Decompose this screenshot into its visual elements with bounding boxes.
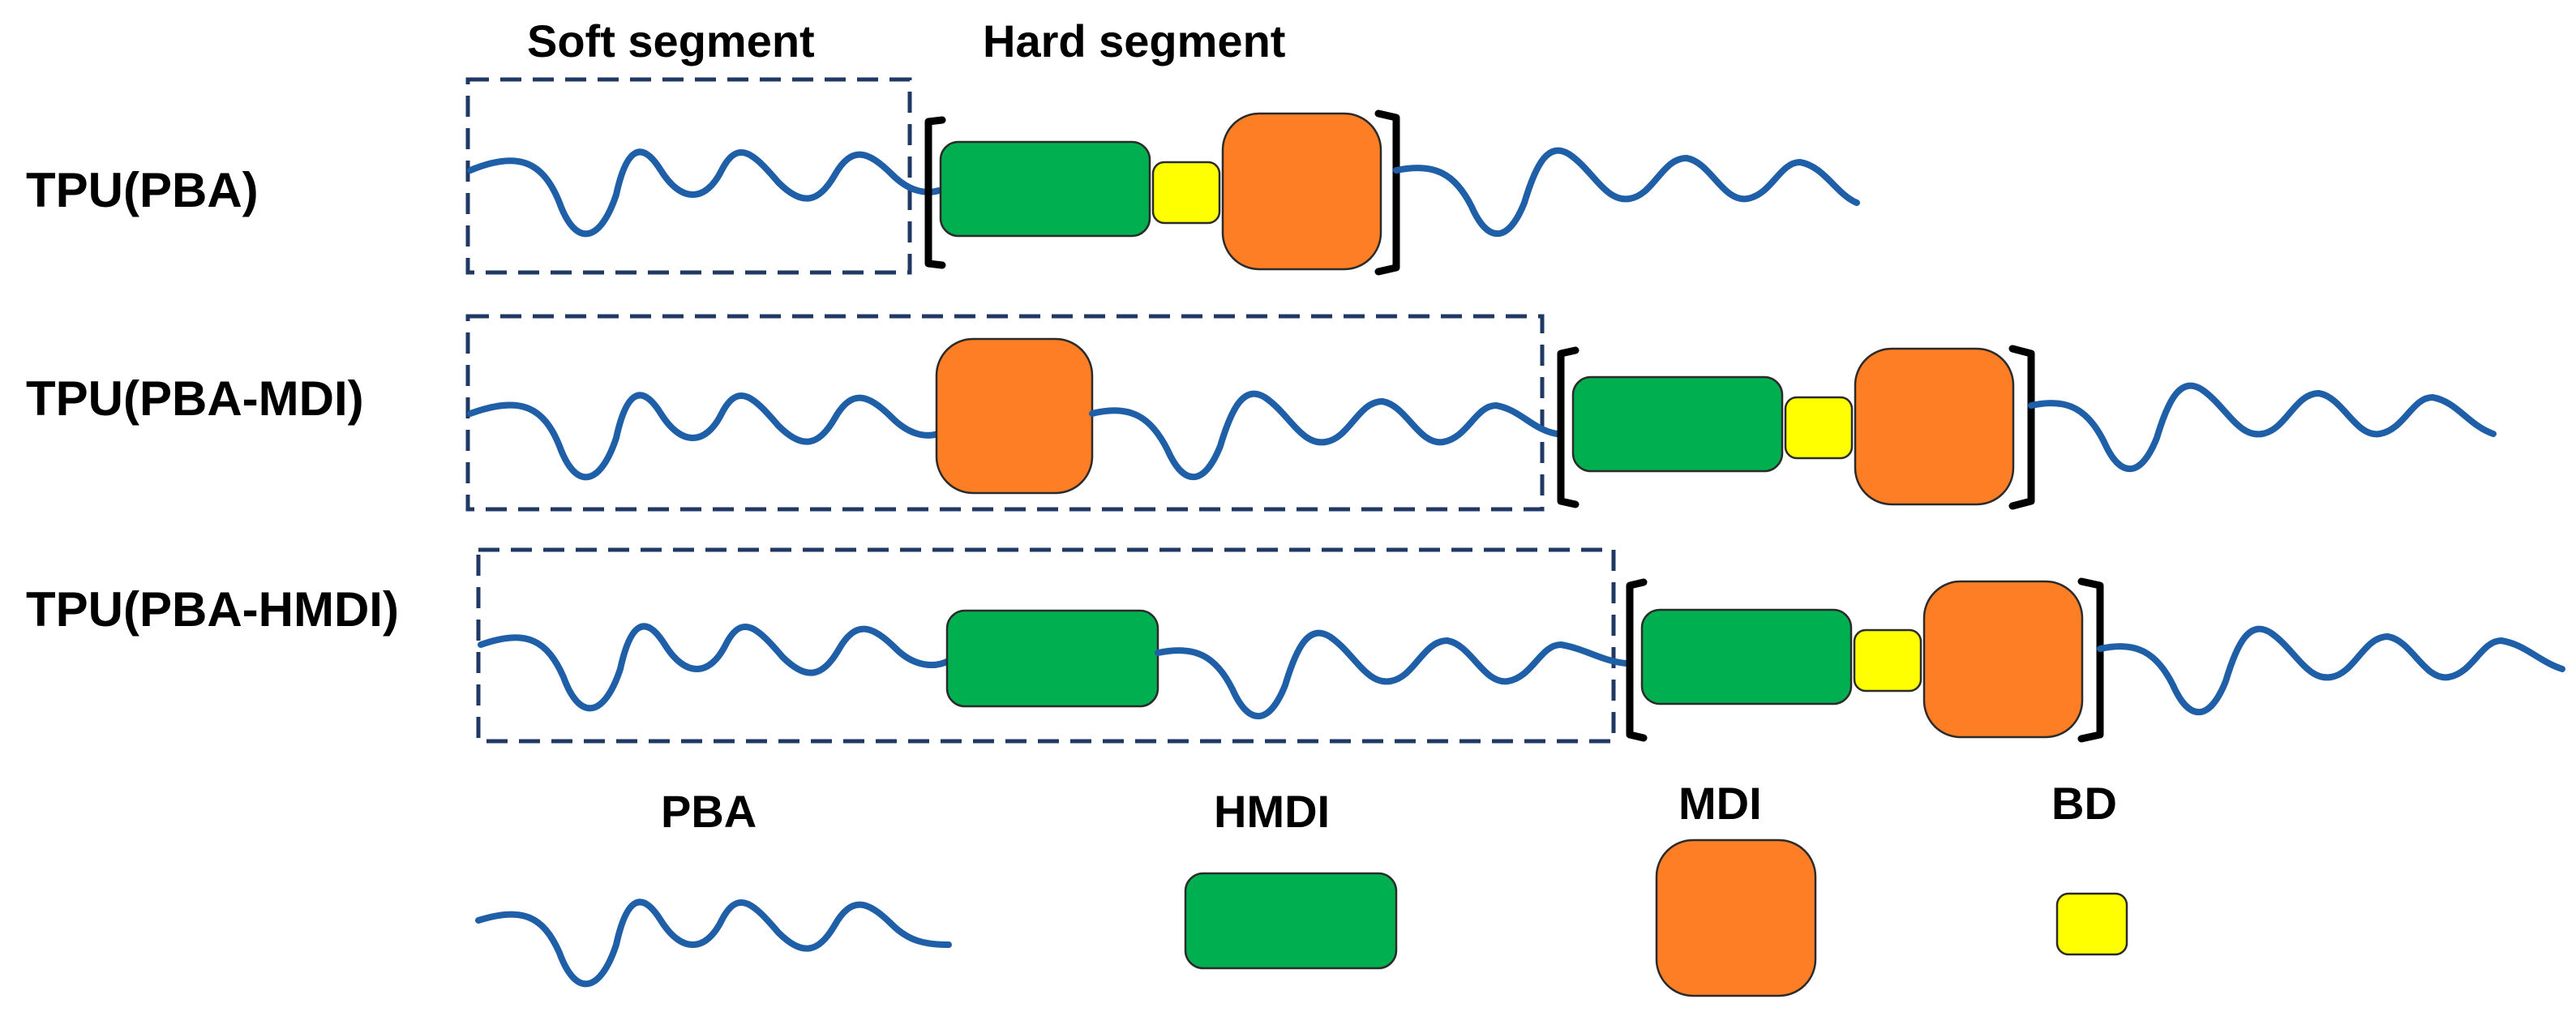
- row-tpu-pba-hmdi: [476, 547, 2565, 744]
- row-label-tpu-pba: TPU(PBA): [26, 163, 259, 217]
- soft-segment-box: [476, 547, 1616, 744]
- mdi-block: [935, 337, 1094, 495]
- legend-label-bd: BD: [2051, 778, 2117, 829]
- header-hard-segment: Hard segment: [983, 15, 1285, 66]
- soft-segment-box: [465, 77, 912, 275]
- pba-chain: [478, 623, 952, 712]
- bracket-right: [1374, 109, 1400, 276]
- bracket-right: [2077, 577, 2104, 743]
- row-label-tpu-pba-mdi: TPU(PBA-MDI): [26, 371, 364, 426]
- bd-block: [1151, 161, 1221, 225]
- legend-mdi-block: [1655, 838, 1817, 997]
- hmdi-block: [1571, 375, 1784, 473]
- row-label-tpu-pba-hmdi: TPU(PBA-HMDI): [26, 582, 399, 637]
- mdi-block: [1922, 580, 2084, 739]
- legend-hmdi-block: [1184, 872, 1398, 970]
- bracket-left: [1626, 578, 1648, 742]
- legend-bd-block: [2055, 892, 2128, 956]
- pba-chain: [467, 392, 941, 481]
- legend-label-mdi: MDI: [1678, 778, 1762, 829]
- bracket-right: [2008, 345, 2035, 510]
- bd-block: [1853, 628, 1922, 693]
- pba-chain: [2097, 625, 2565, 716]
- row-tpu-pba: [465, 77, 1860, 276]
- pba-chain: [1155, 629, 1629, 720]
- header-soft-segment: Soft segment: [527, 15, 815, 66]
- hmdi-block: [939, 140, 1151, 238]
- legend-label-hmdi: HMDI: [1214, 786, 1330, 837]
- bd-block: [1784, 396, 1854, 460]
- legend-label-pba: PBA: [661, 786, 757, 837]
- pba-chain: [1393, 147, 1860, 238]
- legend-pba-chain: [475, 898, 952, 988]
- legend: PBA HMDI MDI BD: [475, 778, 2128, 997]
- mdi-block: [1854, 347, 2015, 506]
- pba-chain: [467, 148, 942, 238]
- pba-chain: [1089, 390, 1560, 481]
- bracket-left: [1557, 346, 1579, 508]
- mdi-block: [1221, 112, 1382, 271]
- pba-chain: [2028, 382, 2497, 473]
- row-tpu-pba-mdi: [465, 314, 2497, 512]
- bracket-left: [924, 116, 946, 269]
- hmdi-block: [1640, 608, 1853, 705]
- hmdi-block: [945, 609, 1159, 708]
